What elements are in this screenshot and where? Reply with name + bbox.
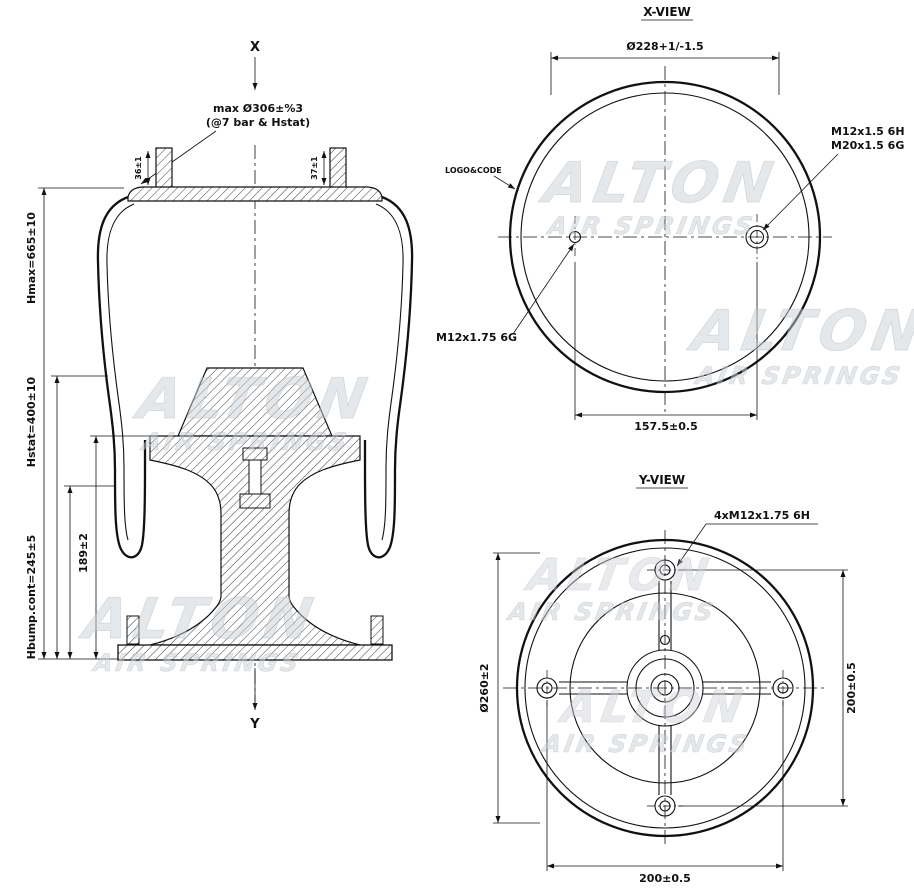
y-view-vertical-spacing-dimension: 200±0.5	[678, 569, 858, 807]
y-view-ribs	[559, 581, 771, 795]
y-view-horizontal-spacing-dimension: 200±0.5	[546, 700, 784, 885]
base-stud-left	[126, 615, 140, 645]
flange-diameter-text: Ø260±2	[478, 663, 491, 712]
watermarks: ALTON AIR SPRINGS ALTON AIR SPRINGS ALTO…	[75, 151, 914, 758]
hstat-dimension-text: Hstat=400±10	[25, 376, 38, 467]
center-bolt-nut	[239, 493, 271, 509]
top-plate	[127, 186, 383, 202]
x-view-diameter-dimension: Ø228+1/-1.5	[550, 40, 780, 95]
x-view-diameter-text: Ø228+1/-1.5	[626, 40, 703, 53]
base-plate	[117, 644, 393, 661]
watermark-alton: ALTON	[521, 550, 717, 601]
left-stud-dim-text: 36±1	[134, 156, 143, 180]
watermark-air-springs: AIR SPRINGS	[692, 362, 905, 390]
bellows-outer-left	[96, 195, 147, 559]
right-stud-dim-text: 37±1	[310, 156, 319, 180]
y-axis-indicator: Y	[249, 668, 260, 732]
max-diameter-annotation: max Ø306±%3 (@7 bar & Hstat)	[140, 102, 310, 185]
watermark-section-low: ALTON AIR SPRINGS	[75, 587, 323, 677]
watermark-air-springs: AIR SPRINGS	[504, 598, 717, 626]
piston-height-dimension-text: 189±2	[77, 533, 90, 573]
max-diameter-text: max Ø306±%3	[213, 102, 303, 115]
top-studs	[155, 147, 347, 189]
x-view-logo-label: LOGO&CODE	[445, 166, 516, 190]
x-view-thread-label: M12x1.5 6H M20x1.5 6G	[762, 125, 905, 231]
bolt-pattern-label: 4xM12x1.75 6H	[714, 509, 810, 522]
x-view-left-stud-hole	[568, 216, 582, 258]
bellows	[96, 195, 414, 559]
right-stud	[329, 147, 347, 189]
height-dimensions: Hmax=665±10 Hstat=400±10 Hbump.cont=245±…	[25, 187, 150, 660]
bellows-outer-right	[363, 195, 414, 559]
watermark-air-springs: AIR SPRINGS	[138, 428, 351, 456]
y-view-flange-diameter-dimension: Ø260±2	[478, 552, 540, 824]
y-view-bolt-label: 4xM12x1.75 6H	[676, 509, 818, 567]
watermark-alton: ALTON	[535, 151, 783, 216]
bellows-inner-right	[375, 203, 404, 541]
thread-label-line1: M12x1.5 6H	[831, 125, 905, 138]
stud-spacing-text: 157.5±0.5	[634, 420, 698, 433]
stud-thread-label: M12x1.75 6G	[436, 331, 517, 344]
x-view-title: X-VIEW	[643, 5, 691, 19]
y-view-title: Y-VIEW	[638, 473, 685, 487]
max-diameter-condition-text: (@7 bar & Hstat)	[206, 116, 310, 129]
left-stud	[155, 147, 173, 189]
watermark-alton: ALTON	[75, 587, 323, 652]
stud-dimensions: 36±1 37±1	[134, 151, 327, 185]
logo-code-label: LOGO&CODE	[445, 166, 502, 175]
watermark-center: ALTON AIR SPRINGS	[504, 550, 718, 626]
base-stud-right	[370, 615, 384, 645]
watermark-right: ALTON AIR SPRINGS	[683, 299, 914, 390]
piston-assembly	[126, 367, 384, 646]
x-view: X-VIEW Ø228+1/-1.5 M12x1.5 6H M20x1.5 6G	[436, 5, 905, 433]
cross-section-view: X max Ø306±%3 (@7 bar & Hstat) 36±1 37±1	[25, 40, 414, 732]
y-view-bolt-holes	[536, 559, 794, 817]
watermark-air-springs: AIR SPRINGS	[90, 649, 303, 677]
watermark-section-mid: ALTON AIR SPRINGS	[129, 367, 377, 456]
x-view-right-threaded-hole	[745, 214, 769, 260]
watermark-air-springs: AIR SPRINGS	[538, 730, 751, 758]
watermark-alton: ALTON	[683, 299, 914, 364]
y-axis-label: Y	[249, 717, 260, 732]
piston-body	[149, 435, 361, 646]
x-view-stud-spacing-dimension: 157.5±0.5	[574, 262, 758, 433]
thread-label-line2: M20x1.5 6G	[831, 139, 904, 152]
horizontal-spacing-text: 200±0.5	[639, 872, 691, 885]
x-view-stud-label: M12x1.75 6G	[436, 243, 575, 344]
hbump-dimension-text: Hbump.cont=245±5	[25, 535, 38, 660]
x-axis-indicator: X	[250, 40, 260, 90]
y-view: Y-VIEW 4xM	[478, 473, 858, 885]
center-bolt-shank	[248, 459, 262, 495]
watermark-air-springs: AIR SPRINGS	[544, 212, 757, 240]
hmax-dimension-text: Hmax=665±10	[25, 212, 38, 304]
watermark-xview: ALTON AIR SPRINGS	[535, 151, 783, 240]
watermark-alton: ALTON	[129, 367, 377, 432]
watermark-alton: ALTON	[555, 682, 751, 733]
vertical-spacing-text: 200±0.5	[845, 662, 858, 714]
bellows-inner-left	[106, 203, 135, 541]
x-axis-label: X	[250, 40, 260, 55]
watermark-yview: ALTON AIR SPRINGS	[538, 682, 752, 758]
